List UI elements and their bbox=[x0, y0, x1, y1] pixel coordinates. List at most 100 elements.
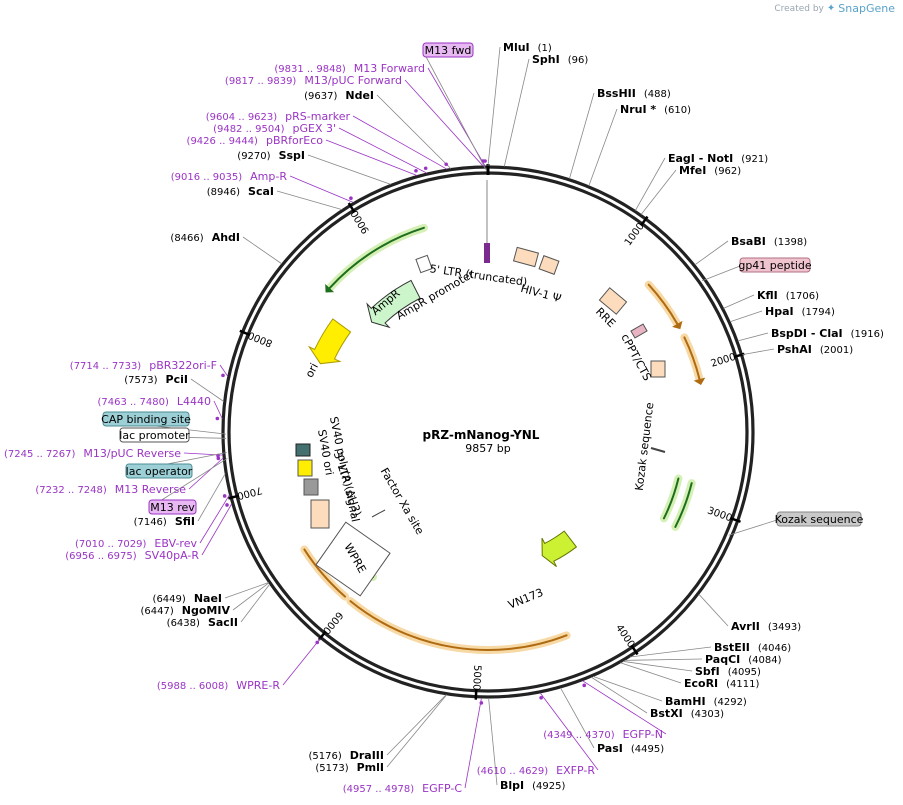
enzyme-name: PaqCI bbox=[705, 653, 740, 666]
primer-name: L4440 bbox=[177, 395, 211, 408]
orf-4 bbox=[303, 548, 347, 598]
primer-site-pbr322ori-f bbox=[221, 373, 225, 378]
enzyme-position: (96) bbox=[568, 55, 589, 66]
enzyme-leader-sacii bbox=[240, 583, 271, 623]
primer-leader-amp-r bbox=[289, 175, 354, 203]
enzyme-position: (1398) bbox=[774, 237, 807, 248]
primer-label-m13-reverse: (7232 .. 7248)M13 Reverse bbox=[35, 483, 186, 496]
enzyme-name: AhdI bbox=[212, 231, 240, 244]
enzyme-position: (8466) bbox=[170, 233, 203, 244]
tick-3000 bbox=[729, 516, 741, 523]
enzyme-leader-ahdi bbox=[242, 236, 283, 265]
enzyme-position: (5176) bbox=[308, 751, 341, 762]
enzyme-label-draiii: (5176)DraIII bbox=[308, 749, 384, 762]
enzyme-position: (7573) bbox=[124, 375, 157, 386]
primer-name: Amp-R bbox=[250, 170, 287, 183]
primer-name: pGEX 3' bbox=[292, 122, 336, 135]
enzyme-name: PmlI bbox=[357, 761, 384, 774]
enzyme-position: (6447) bbox=[141, 606, 174, 617]
enzyme-position: (1706) bbox=[786, 291, 819, 302]
primer-range: (9817 .. 9839) bbox=[225, 76, 297, 87]
factor-xa-mark bbox=[371, 509, 386, 518]
hiv-psi-box bbox=[538, 255, 560, 275]
enzyme-leader-sfii bbox=[197, 473, 226, 522]
primer-site-l4440 bbox=[215, 416, 220, 421]
orf-1-arrow bbox=[672, 320, 683, 330]
enzyme-name: KflI bbox=[757, 289, 778, 302]
snapgene-credit: Created by ✦ SnapGene bbox=[774, 2, 895, 15]
primer-name: EGFP-N bbox=[623, 728, 663, 741]
tick-7000 bbox=[228, 494, 240, 500]
enzyme-leader-sbfi bbox=[622, 660, 693, 672]
tick-label-4000: 4000 bbox=[613, 623, 636, 650]
enzyme-label-pcii: (7573) PciI bbox=[124, 373, 188, 386]
enzyme-leader-mlui bbox=[487, 46, 501, 167]
plasmid-size: 9857 bp bbox=[465, 442, 510, 455]
enzyme-leader-ecori bbox=[620, 662, 682, 684]
primer-leader-exfp-r bbox=[539, 692, 599, 771]
feature-label-cppt: cPPT/CTS bbox=[618, 332, 653, 383]
enzyme-position: (1794) bbox=[802, 307, 835, 318]
enzyme-name: PciI bbox=[166, 373, 188, 386]
enzyme-leader-paqci bbox=[624, 658, 703, 661]
enzyme-leader-bsteii bbox=[629, 646, 712, 658]
primer-label-m13-puc-reverse: (7245 .. 7267) M13/pUC Reverse bbox=[4, 447, 181, 460]
enzyme-label-mfei: MfeI(962) bbox=[679, 164, 741, 177]
enzyme-name: SfiI bbox=[175, 515, 195, 528]
feature-label-ori: ori bbox=[303, 361, 321, 380]
enzyme-leader-hpai bbox=[729, 310, 763, 323]
primer-site-prs-marker bbox=[444, 162, 448, 167]
primer-label-m13-puc-forward: (9817 .. 9839)M13/pUC Forward bbox=[225, 74, 402, 87]
tick-label-8000: 8000 bbox=[247, 329, 275, 349]
feature-label-vn173: VN173 bbox=[506, 586, 545, 612]
enzyme-label-bsshii: BssHII(488) bbox=[597, 87, 671, 100]
enzyme-name: EcoRI bbox=[684, 677, 718, 690]
kozak-sequence-outer-label-leader bbox=[728, 519, 778, 536]
tick-1000 bbox=[639, 215, 649, 227]
primer-name: M13/pUC Reverse bbox=[83, 447, 181, 460]
primer-label-sv40pa-r: (6956 .. 6975)SV40pA-R bbox=[65, 549, 199, 562]
enzyme-label-ngomiv: (6447)NgoMIV bbox=[141, 604, 231, 617]
enzyme-leader-scai bbox=[276, 190, 343, 210]
labels-layer: MluI(1)SphI(96)BssHII(488)NruI *(610)Eag… bbox=[4, 41, 884, 795]
primer-leader-sv40pa-r bbox=[201, 503, 233, 556]
orf-green-2 bbox=[674, 482, 693, 528]
primer-range: (7714 .. 7733) bbox=[70, 361, 142, 372]
orf-green-3 bbox=[662, 477, 680, 520]
tick-label-7000: 7000 bbox=[236, 484, 263, 501]
sv40-ori-box bbox=[297, 459, 313, 477]
enzyme-leader-sspi bbox=[307, 154, 391, 185]
enzyme-leader-bspdi-clai bbox=[737, 332, 769, 342]
m13-fwd-label-box bbox=[422, 42, 474, 58]
enzyme-label-bstxi: BstXI(4303) bbox=[650, 707, 724, 720]
created-by-text: Created by bbox=[774, 3, 824, 14]
primer-range: (7245 .. 7267) bbox=[4, 449, 76, 460]
primer-leader-m13-puc-forward bbox=[404, 79, 484, 167]
enzyme-label-sbfi: SbfI(4095) bbox=[695, 665, 761, 678]
enzyme-position: (9270) bbox=[237, 151, 270, 162]
ltr3-box bbox=[310, 499, 330, 529]
cppt-box bbox=[630, 323, 648, 339]
enzyme-name: PasI bbox=[597, 742, 623, 755]
feature-label-hiv: HIV-1 Ψ bbox=[519, 282, 563, 305]
ampr-promoter-box bbox=[415, 254, 433, 274]
plasmid-name: pRZ-mNanog-YNL bbox=[423, 428, 540, 442]
primer-range: (9482 .. 9504) bbox=[213, 124, 285, 135]
enzyme-name: HpaI bbox=[765, 305, 794, 318]
orf-green-1-arrow bbox=[325, 284, 335, 293]
enzyme-name: BamHI bbox=[665, 695, 706, 708]
enzyme-label-pasi: PasI(4495) bbox=[597, 742, 664, 755]
enzyme-label-bsteii: BstEII(4046) bbox=[714, 641, 791, 654]
primer-range: (9426 .. 9444) bbox=[187, 136, 259, 147]
m13-fwd-label: M13 fwd bbox=[425, 44, 472, 57]
enzyme-label-naei: (6449)NaeI bbox=[153, 592, 222, 605]
orf-2 bbox=[683, 336, 701, 381]
m13-rev-label-box bbox=[148, 499, 197, 515]
m13-marker bbox=[484, 243, 490, 263]
enzyme-position: (9637) bbox=[304, 91, 337, 102]
lac-promoter-label: lac promoter bbox=[119, 429, 190, 442]
gp41-peptide-label: gp41 peptide bbox=[738, 259, 812, 272]
primer-name: M13 Reverse bbox=[115, 483, 186, 496]
primer-name: pBRforEco bbox=[266, 134, 323, 147]
enzyme-name: NaeI bbox=[194, 592, 222, 605]
